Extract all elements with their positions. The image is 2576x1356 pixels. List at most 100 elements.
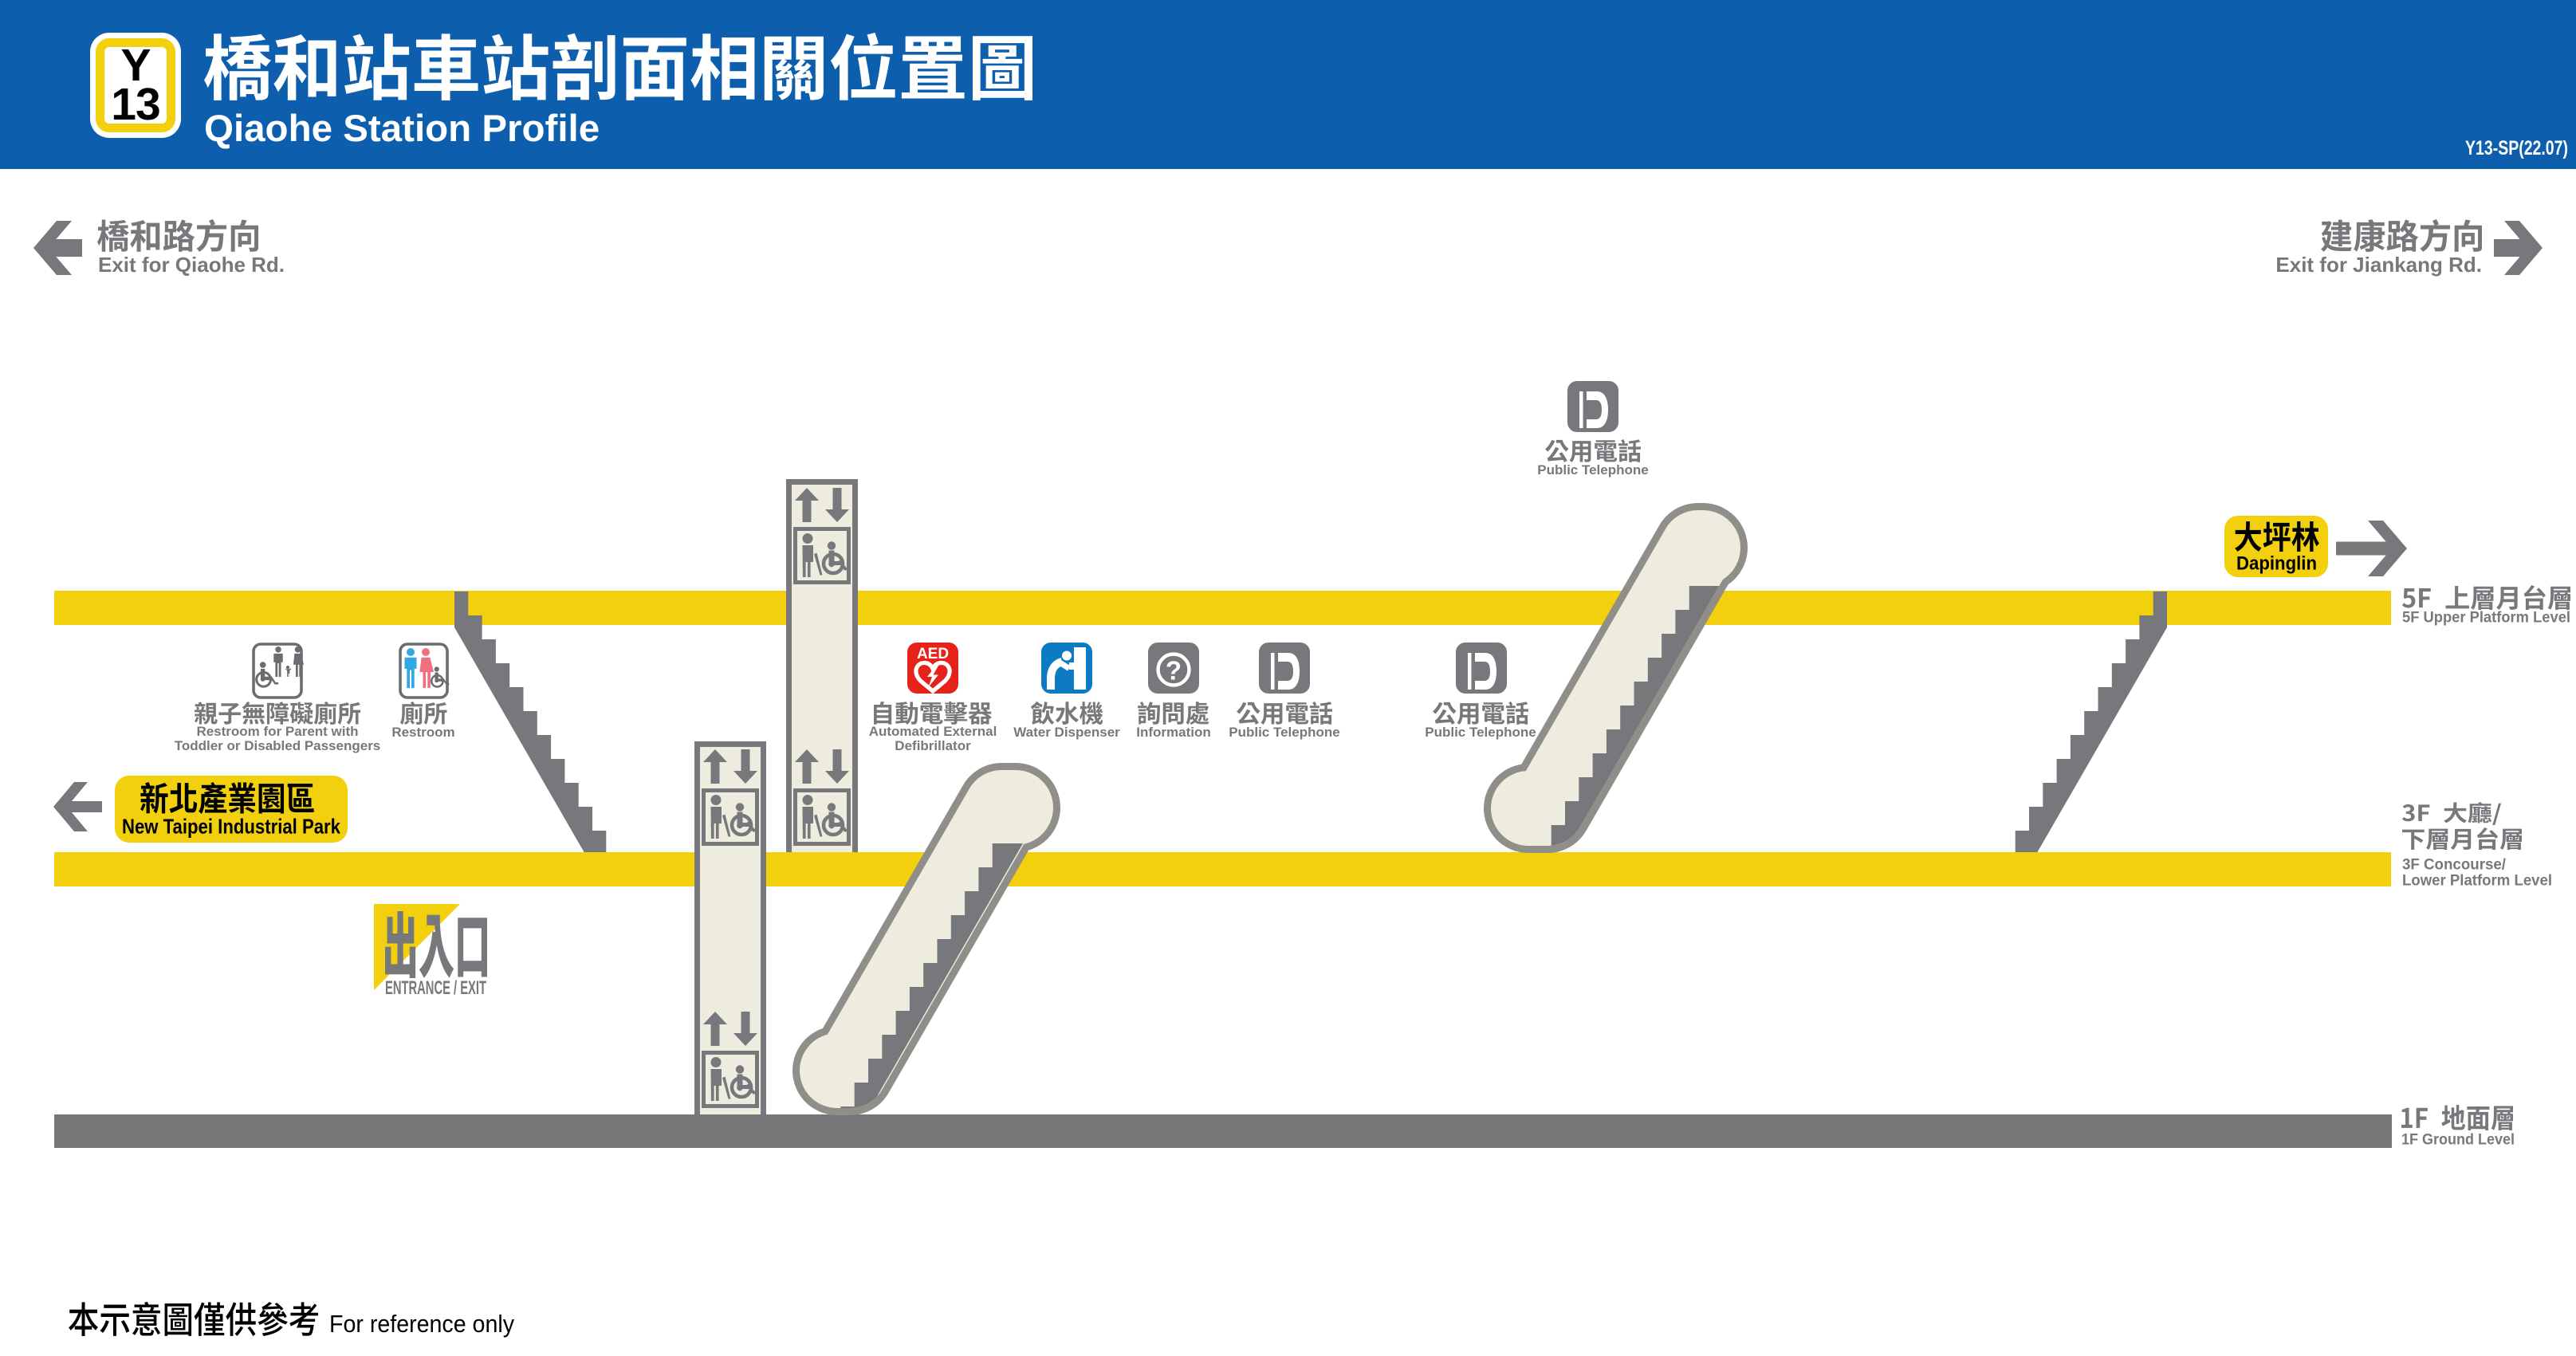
person-with-cane-icon xyxy=(802,533,823,577)
elevator-sign-3f-left xyxy=(702,749,759,846)
upper-platform-label-zh-glyphs xyxy=(2402,585,2570,610)
ground-label-en-text: 1F Ground Level xyxy=(2401,1131,2515,1149)
badge-station-number: 13 xyxy=(111,79,160,130)
dapinglin-label-en-text: Dapinglin xyxy=(2236,552,2317,574)
direction-right-label-en: Exit for Jiankang Rd. xyxy=(2275,253,2482,277)
direction-left-label-zh: 橋和路方向 xyxy=(97,219,258,252)
woman-icon xyxy=(293,647,305,678)
page-title-zh: 橋和站車站剖面相關位置圖 xyxy=(204,33,1032,100)
parent-restroom-icon xyxy=(252,643,305,699)
page-title-zh-glyphs xyxy=(204,33,1032,100)
concourse-label-en-line2: Lower Platform Level xyxy=(2402,872,2552,890)
ntip-label-en: New Taipei Industrial Park xyxy=(122,815,340,839)
man-icon xyxy=(273,647,283,678)
upper-platform-label-zh: 5F 上層月台層 xyxy=(2402,585,2570,610)
public-telephone-icon-1 xyxy=(1259,643,1310,694)
woman-icon xyxy=(419,648,434,688)
dapinglin-label-en: Dapinglin xyxy=(2236,552,2317,574)
badge-line-code: Y xyxy=(120,40,151,91)
restroom-label-zh: 廁所 xyxy=(400,702,447,725)
public-telephone-2-label-zh-glyphs xyxy=(1432,702,1529,725)
wheelchair-icon xyxy=(255,662,279,688)
elevator-sign-5f xyxy=(793,488,851,584)
person-with-cane-icon xyxy=(710,1057,731,1101)
ground-label-zh-glyphs xyxy=(2401,1105,2513,1130)
question-mark-icon: ? xyxy=(1166,656,1182,686)
man-icon xyxy=(404,648,417,689)
dapinglin-arrow-icon xyxy=(2336,521,2407,576)
dapinglin-label-zh: 大坪林 xyxy=(2235,521,2319,552)
water-label-en: Water Dispenser xyxy=(1013,725,1120,740)
footer-note-en: For reference only xyxy=(329,1310,514,1338)
wheelchair-icon xyxy=(730,803,757,837)
upper-platform-bar xyxy=(54,591,2391,625)
public-telephone-1-label-zh-glyphs xyxy=(1236,702,1333,725)
badge-ring xyxy=(96,38,175,132)
ntip-arrow-icon xyxy=(53,782,102,831)
page-title-en: Qiaohe Station Profile xyxy=(204,108,600,150)
information-label-zh-glyphs xyxy=(1138,702,1209,725)
ntip-label-zh-glyphs xyxy=(140,782,314,814)
aed-label-zh: 自動電擊器 xyxy=(874,702,992,725)
water-dispenser-icon xyxy=(1041,643,1092,694)
public-telephone-icon-2 xyxy=(1456,643,1507,694)
concourse-label-zh-line2-glyphs xyxy=(2402,827,2522,850)
wheelchair-icon xyxy=(730,1065,757,1099)
direction-left-label-en: Exit for Qiaohe Rd. xyxy=(98,253,285,277)
up-arrow-icon xyxy=(795,749,819,784)
plate-code-text: Y13-SP(22.07) xyxy=(2465,137,2568,159)
concourse-label-en-line1-text: 3F Concourse/ xyxy=(2402,856,2507,874)
footer-note-zh: 本示意圖僅供參考 xyxy=(69,1302,318,1336)
entrance-label-en-text: ENTRANCE / EXIT xyxy=(385,979,486,998)
public-telephone-1-label-en: Public Telephone xyxy=(1229,725,1340,740)
direction-right-label-zh-glyphs xyxy=(2321,219,2482,252)
concourse-label-en-line1: 3F Concourse/ xyxy=(2402,856,2507,874)
parent-restroom-label-zh-glyphs xyxy=(194,702,361,725)
parent-restroom-label-en-line2: Toddler or Disabled Passengers xyxy=(174,737,381,753)
information-icon: ? xyxy=(1148,643,1199,694)
information-label-en: Information xyxy=(1136,725,1211,740)
person-with-cane-icon xyxy=(802,795,823,839)
public-telephone-3-label-zh: 公用電話 xyxy=(1544,439,1642,462)
plate-code: Y13-SP(22.07) xyxy=(2465,137,2568,159)
concourse-label-zh-line1-glyphs xyxy=(2402,802,2501,825)
child-icon xyxy=(285,666,292,677)
elevator-sign-3f-center xyxy=(793,749,851,846)
aed-icon-text: AED xyxy=(917,646,949,662)
dapinglin-label-zh-glyphs xyxy=(2235,521,2319,552)
up-arrow-icon xyxy=(795,488,819,522)
heart-icon xyxy=(914,660,952,694)
aed-label-en-line2: Defibrillator xyxy=(895,737,971,753)
lightning-bolt-icon xyxy=(927,666,938,687)
wheelchair-icon xyxy=(821,541,849,576)
down-arrow-icon xyxy=(825,749,849,784)
upper-platform-label-en-text: 5F Upper Platform Level xyxy=(2402,609,2570,627)
concourse-label-zh-line2: 下層月台層 xyxy=(2402,827,2522,850)
entrance-label-zh-glyphs xyxy=(385,911,487,978)
direction-left-label-zh-glyphs xyxy=(97,219,258,252)
ntip-label-zh: 新北產業園區 xyxy=(140,782,314,814)
escalator-3f-5f-steps xyxy=(1537,586,1720,846)
right-direction-arrow-icon xyxy=(2494,221,2543,275)
upper-platform-label-en: 5F Upper Platform Level xyxy=(2402,609,2570,627)
concourse-label-en-line2-text: Lower Platform Level xyxy=(2402,872,2552,890)
stairs-5f-3f-left xyxy=(454,592,607,852)
public-telephone-icon-3 xyxy=(1567,381,1618,432)
restroom-label-en: Restroom xyxy=(391,725,455,740)
parent-restroom-label-en-line1: Restroom for Parent with xyxy=(196,724,359,739)
stairs-5f-3f-right xyxy=(2015,592,2167,852)
entrance-label-en: ENTRANCE / EXIT xyxy=(385,979,486,998)
question-ring-icon xyxy=(1156,652,1191,687)
escalator-1f-3f xyxy=(792,763,1060,1115)
concourse-label-zh-line1: 3F 大廳/ xyxy=(2402,802,2501,825)
aed-label-en-line1: Automated External xyxy=(868,724,997,739)
restroom-label-zh-glyphs xyxy=(400,702,447,725)
public-telephone-3-label-zh-glyphs xyxy=(1544,439,1642,462)
escalator-1f-3f-steps xyxy=(840,843,1023,1108)
down-arrow-icon xyxy=(825,488,849,522)
left-direction-arrow-icon xyxy=(33,221,82,275)
station-code-badge: Y 13 xyxy=(90,33,181,138)
